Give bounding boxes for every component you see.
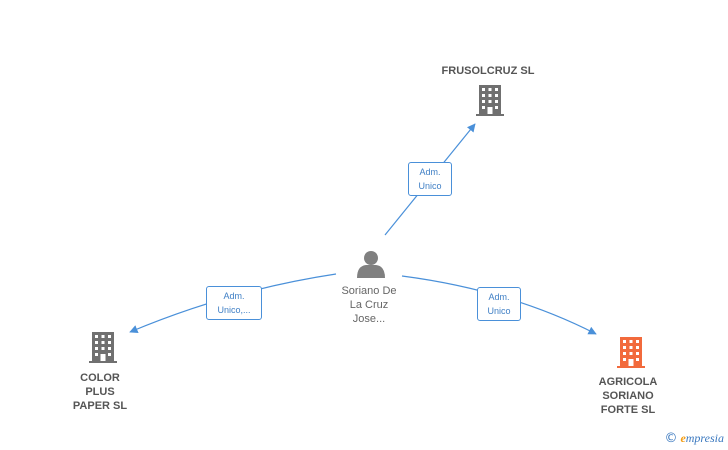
brand-logo: empresia	[680, 431, 724, 445]
node-label-frusolcruz[interactable]: FRUSOLCRUZ SL	[441, 65, 535, 77]
building-icon[interactable]	[476, 85, 504, 116]
node-label-colorplus[interactable]: COLOR PLUS PAPER SL	[72, 372, 128, 412]
person-icon[interactable]	[357, 251, 385, 278]
copyright-symbol: ©	[664, 431, 678, 446]
building-icon[interactable]	[617, 337, 645, 368]
edge-label-colorplus[interactable]: Adm. Unico,...	[206, 286, 262, 320]
brand-watermark: © empresia	[664, 431, 724, 446]
building-icon[interactable]	[89, 332, 117, 363]
node-label-agricola[interactable]: AGRICOLA SORIANO FORTE SL	[598, 376, 658, 416]
edge-label-frusolcruz[interactable]: Adm. Unico	[408, 162, 452, 196]
edge-label-agricola[interactable]: Adm. Unico	[477, 287, 521, 321]
node-label-person[interactable]: Soriano De La Cruz Jose...	[341, 285, 397, 325]
